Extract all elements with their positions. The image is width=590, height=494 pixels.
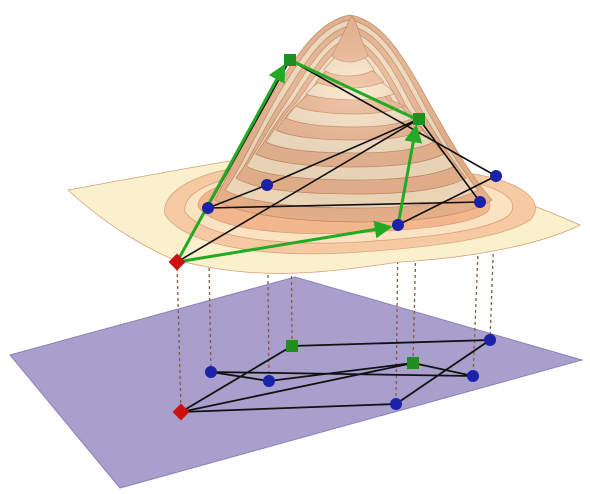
blue-sphere-icon [202,202,214,214]
green-square-icon [413,113,425,125]
blue-sphere-icon [205,366,217,378]
base-edge [291,339,491,347]
blue-sphere-icon [392,219,404,231]
blue-sphere-icon [474,196,486,208]
base-edge [412,362,474,377]
red-diamond-icon [168,253,186,271]
base-figure [180,339,491,413]
green-square-icon [407,357,419,369]
projection-line [176,261,182,413]
base-edge [180,403,397,413]
vector-arrow [289,58,415,120]
peak-shading [215,15,492,222]
blue-sphere-icon [263,375,275,387]
base-markers [172,334,496,421]
vector-arrow [396,124,423,226]
blue-sphere-icon [484,334,496,346]
projection-line [472,201,481,377]
surface-edge [176,118,420,263]
vector-arrow [175,63,286,263]
surface-edge [207,201,481,209]
base-plane [9,276,584,489]
green-square-icon [286,340,298,352]
surface-edge [397,175,497,226]
green-vectors [175,58,423,264]
blue-sphere-icon [490,170,502,182]
surface-edge [266,118,420,186]
base-edge [180,345,293,413]
green-square-icon [284,54,296,66]
red-diamond-icon [172,403,190,421]
base-edge [210,371,474,377]
base-edge [210,371,270,382]
blue-sphere-icon [390,398,402,410]
base-edge [268,362,414,382]
blue-sphere-icon [261,179,273,191]
surface-edge [207,184,268,209]
surface-markers [168,54,502,271]
surface-edge [289,59,497,177]
base-edge [180,362,414,413]
base-edge [395,339,491,405]
blue-sphere-icon [467,370,479,382]
surface-edge [418,118,481,203]
vector-arrow [176,220,393,264]
